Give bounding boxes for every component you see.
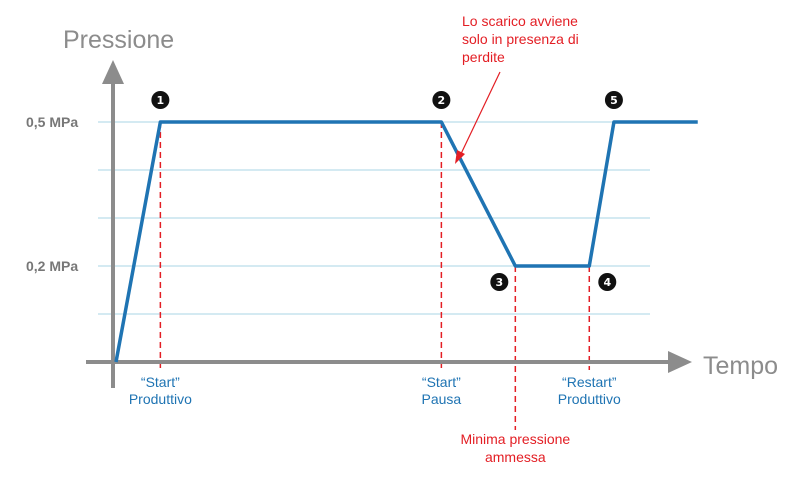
event-label-2-0: “Restart” — [562, 374, 617, 390]
annotation-arrow — [455, 71, 501, 164]
marker-number-3: 3 — [496, 276, 504, 289]
y-tick-label-0: 0,5 MPa — [26, 114, 78, 130]
dashed-guides — [159, 122, 591, 430]
y-axis-arrowhead — [102, 60, 124, 84]
marker-number-1: 1 — [157, 94, 165, 107]
note-leak-line-0: Lo scarico avviene — [462, 13, 578, 29]
note-leak-line-1: solo in presenza di — [462, 31, 579, 47]
y-axis-title: Pressione — [63, 26, 174, 54]
x-axis-title: Tempo — [703, 352, 778, 380]
point-markers: 1 2 3 4 5 — [151, 91, 623, 291]
note-leak-line-2: perdite — [462, 49, 505, 65]
marker-dot-3 — [490, 273, 509, 291]
marker-dot-2 — [432, 91, 451, 109]
marker-number-4: 4 — [603, 276, 611, 289]
marker-dot-5 — [604, 91, 623, 109]
x-axis-arrowhead — [668, 351, 692, 373]
event-label-0-0: “Start” — [141, 374, 180, 390]
event-label-0-1: Produttivo — [129, 391, 192, 407]
marker-dot-4 — [598, 273, 617, 291]
axes — [86, 60, 692, 388]
y-tick-label-1: 0,2 MPa — [26, 258, 78, 274]
marker-number-2: 2 — [438, 94, 446, 107]
note-arrow-head — [455, 150, 465, 164]
note-min-pressure-line-1: ammessa — [485, 449, 546, 465]
grid-lines — [98, 121, 650, 315]
note-arrow-shaft — [458, 71, 501, 159]
event-label-2-1: Produttivo — [558, 391, 621, 407]
note-min-pressure-line-0: Minima pressione — [460, 431, 570, 447]
pressure-series-line — [114, 120, 698, 363]
event-label-1-1: Pausa — [422, 391, 462, 407]
marker-number-5: 5 — [610, 94, 618, 107]
marker-dot-1 — [151, 91, 170, 109]
event-label-1-0: “Start” — [422, 374, 461, 390]
